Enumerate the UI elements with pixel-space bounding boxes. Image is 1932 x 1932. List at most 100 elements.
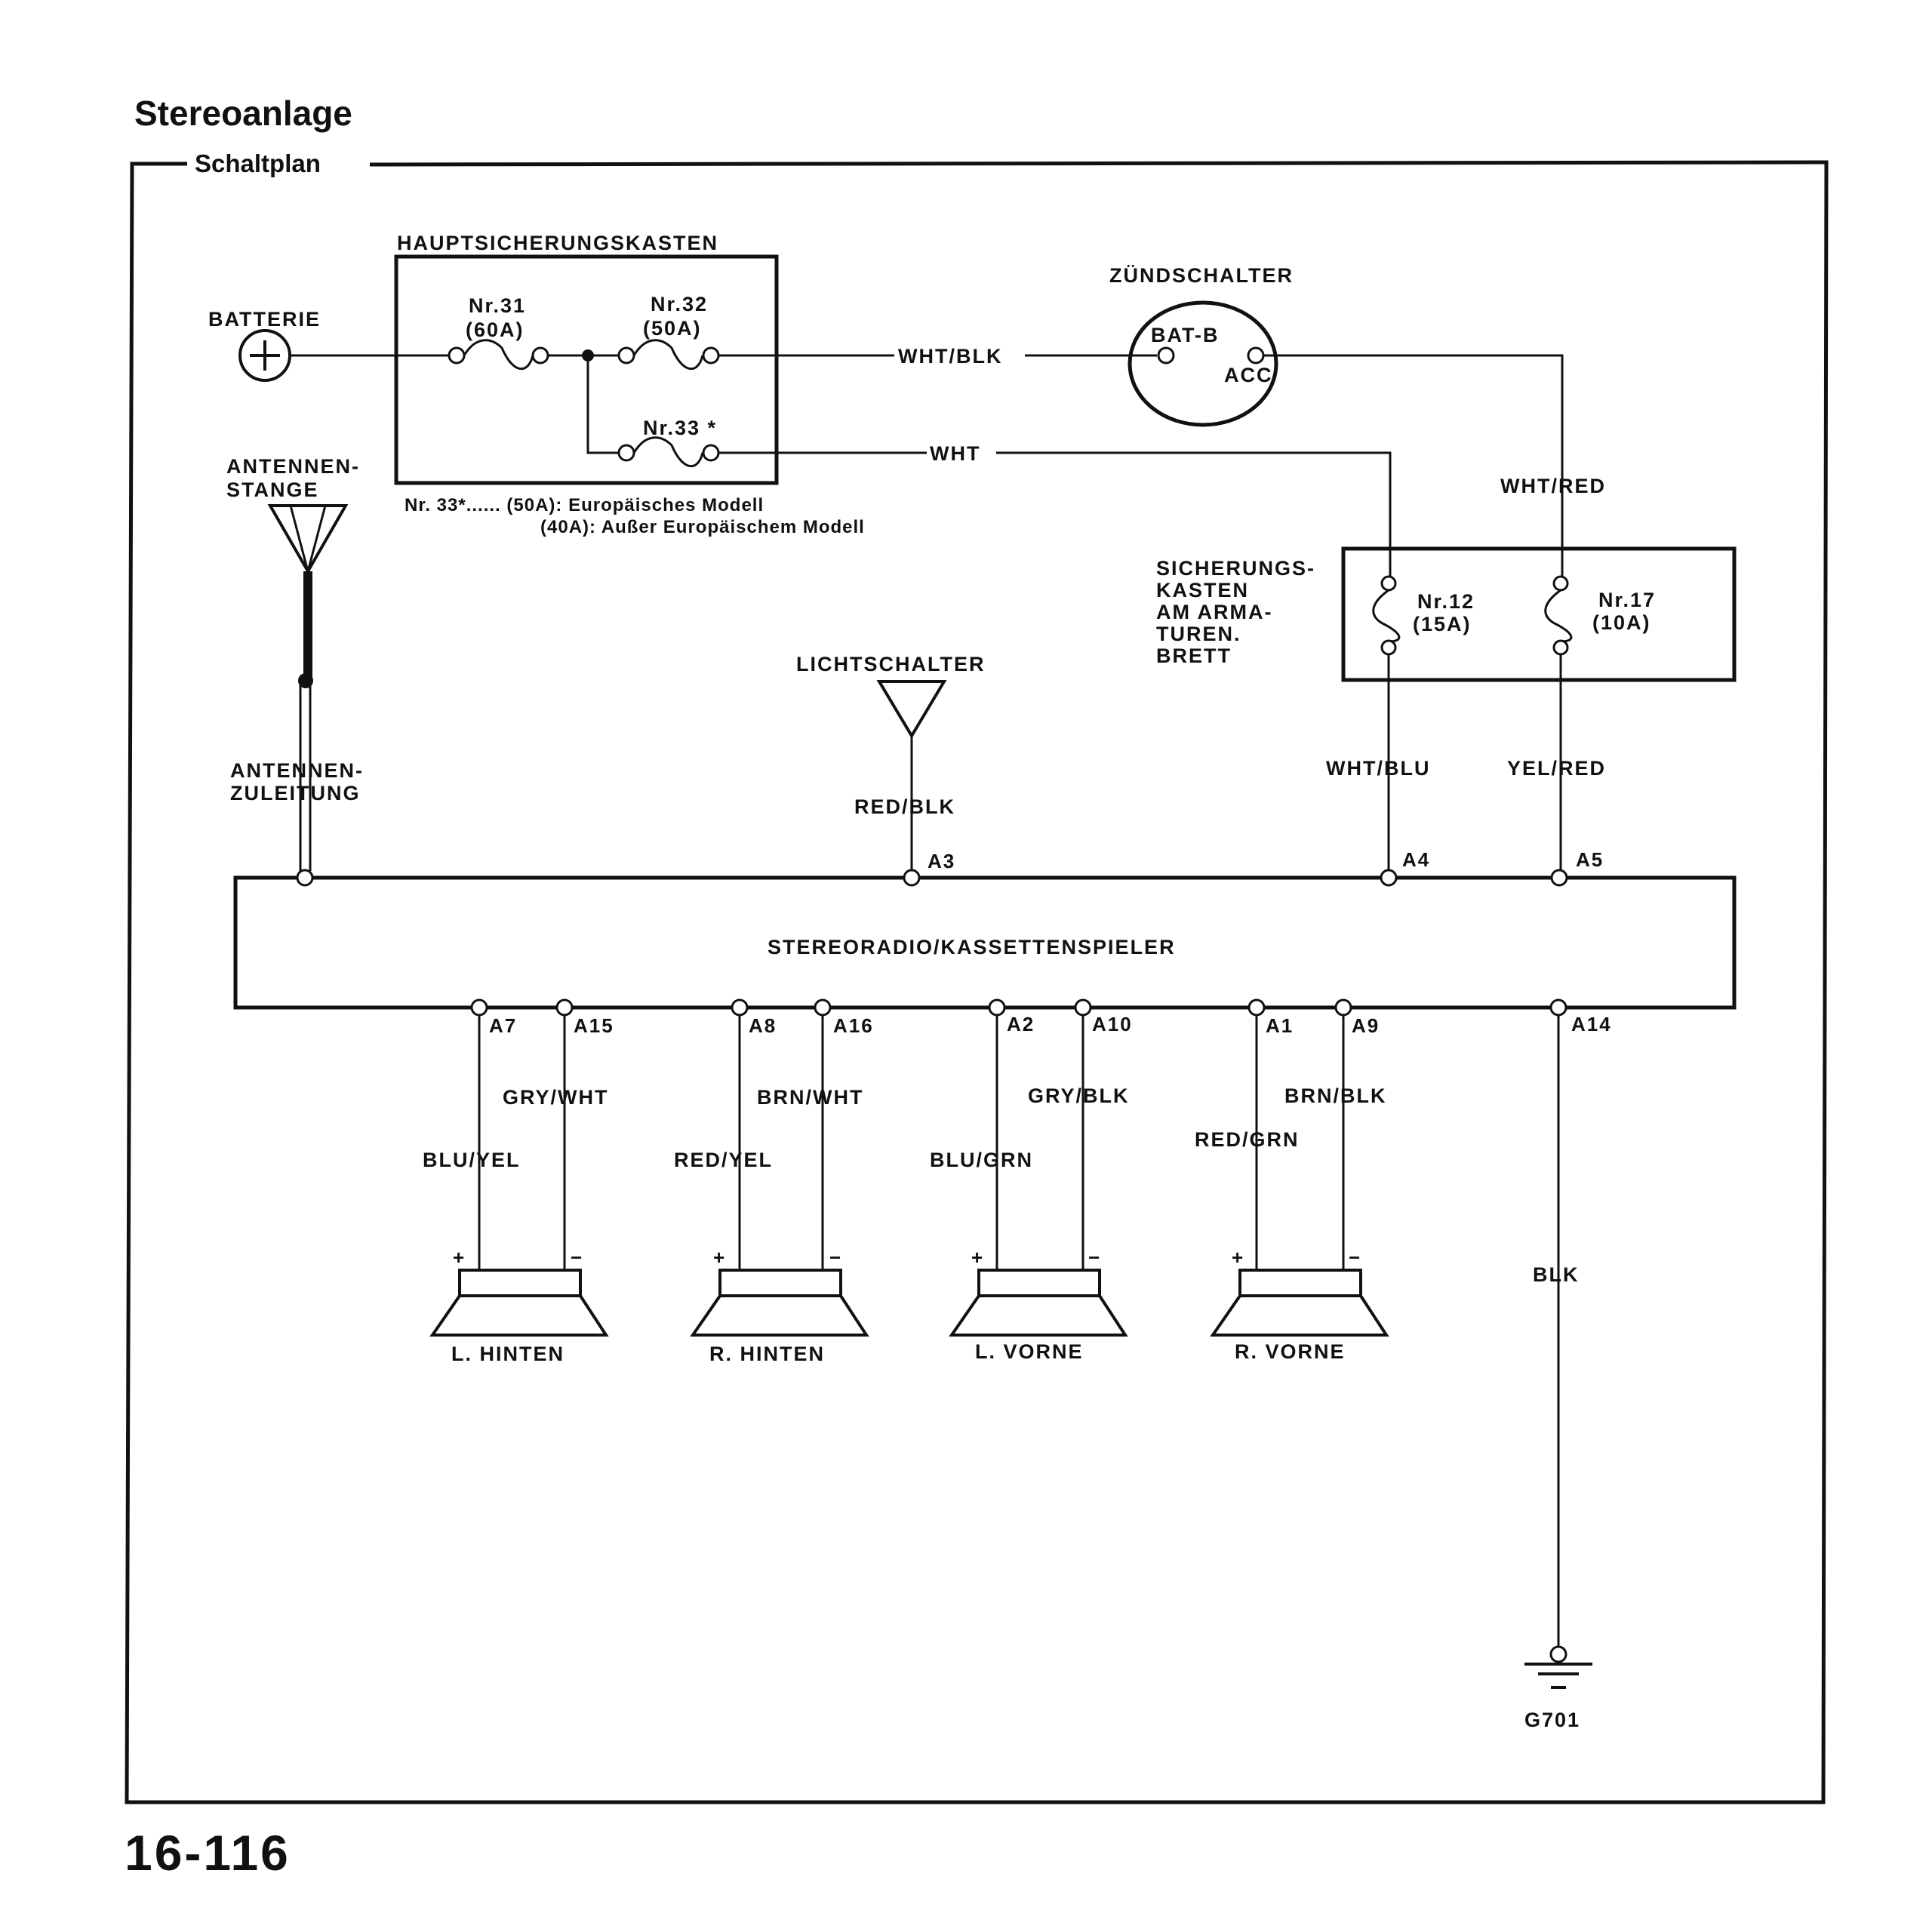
speaker-label-lv: L. VORNE	[975, 1340, 1084, 1363]
fuse32-name: Nr.32	[651, 293, 708, 315]
battery-plus-symbol	[238, 329, 291, 382]
speaker-label-rh: R. HINTEN	[709, 1343, 825, 1365]
pin-label-a7: A7	[489, 1014, 517, 1037]
wire-wht-red	[1263, 354, 1564, 577]
stereo-radio-unit	[233, 875, 1737, 1010]
fuse31-name: Nr.31	[469, 294, 526, 317]
ignition-acc-label: ACC	[1224, 364, 1273, 386]
pin-label-a14: A14	[1571, 1013, 1612, 1035]
pin-label-a10: A10	[1092, 1013, 1133, 1035]
pin-a10	[1074, 998, 1092, 1017]
dash-fuse-box	[1341, 546, 1737, 682]
pin-a15	[555, 998, 574, 1017]
ignition-switch-body	[1128, 300, 1278, 427]
ground-label: G701	[1524, 1709, 1580, 1731]
polarity-minus-lh: −	[571, 1246, 583, 1269]
pin-a4	[1380, 869, 1398, 887]
fuse31-symbol	[448, 339, 549, 370]
polarity-plus-lv: +	[971, 1246, 984, 1269]
main-fuse-box	[394, 254, 779, 485]
wire-fuse31-to-fuse32	[548, 349, 619, 454]
fuse33-note-line2: (40A): Außer Europäischem Modell	[540, 517, 865, 537]
polarity-minus-lv: −	[1088, 1246, 1101, 1269]
ignition-acc-terminal	[1247, 346, 1265, 365]
wire-label-yel-red: YEL/RED	[1507, 757, 1606, 780]
wire-wht	[718, 451, 1392, 577]
pin-label-a8: A8	[749, 1014, 777, 1037]
pin-label-a4: A4	[1402, 848, 1430, 871]
fuse33-name: Nr.33 *	[643, 417, 717, 439]
polarity-minus-rh: −	[829, 1246, 842, 1269]
fuse12-rating: (15A)	[1413, 613, 1472, 635]
page-title: Stereoanlage	[134, 94, 352, 133]
dash-fuse-box-label-3: AM ARMA-	[1156, 601, 1272, 623]
main-fuse-box-title: HAUPTSICHERUNGSKASTEN	[397, 232, 718, 254]
speaker-right-rear	[690, 1269, 869, 1337]
fuse17-symbol	[1544, 575, 1573, 656]
pin-label-a3: A3	[928, 850, 955, 872]
antenna-lead-label-2: ZULEITUNG	[230, 782, 361, 804]
fuse33-note-line1: Nr. 33*...... (50A): Europäisches Modell	[405, 495, 764, 515]
wire-label-gry-blk: GRY/BLK	[1028, 1084, 1130, 1107]
wire-label-red-grn: RED/GRN	[1195, 1128, 1300, 1151]
light-switch-symbol	[876, 680, 947, 739]
polarity-plus-lh: +	[453, 1246, 466, 1269]
fuse31-rating: (60A)	[466, 318, 525, 341]
fuse32-rating: (50A)	[643, 317, 702, 340]
pin-label-a2: A2	[1007, 1013, 1035, 1035]
speaker-label-rv: R. VORNE	[1235, 1340, 1346, 1363]
ground-symbol	[1524, 1645, 1592, 1689]
pin-a5	[1550, 869, 1568, 887]
dash-fuse-box-label-1: SICHERUNGS-	[1156, 557, 1315, 580]
antenna-mast-symbol	[267, 504, 349, 688]
fuse12-symbol	[1372, 575, 1401, 656]
schematic-frame	[125, 160, 1829, 1804]
ignition-switch-title: ZÜNDSCHALTER	[1109, 264, 1294, 287]
pin-a9	[1334, 998, 1352, 1017]
fuse17-name: Nr.17	[1598, 589, 1656, 611]
pin-a8	[731, 998, 749, 1017]
wire-antenna-lead	[299, 681, 312, 871]
polarity-plus-rv: +	[1232, 1246, 1244, 1269]
wire-label-red-yel: RED/YEL	[674, 1149, 773, 1171]
antenna-mast-label-2: STANGE	[226, 478, 319, 501]
speaker-right-front	[1210, 1269, 1389, 1337]
wire-label-wht-blk: WHT/BLK	[898, 345, 1002, 368]
section-title: Schaltplan	[195, 149, 321, 177]
pin-label-a16: A16	[833, 1014, 874, 1037]
wire-label-gry-wht: GRY/WHT	[503, 1086, 608, 1109]
wire-label-blu-yel: BLU/YEL	[423, 1149, 521, 1171]
fuse17-rating: (10A)	[1592, 611, 1651, 634]
speaker-left-front	[949, 1269, 1128, 1337]
fuse12-name: Nr.12	[1417, 590, 1475, 613]
stereo-radio-label: STEREORADIO/KASSETTENSPIELER	[768, 936, 1176, 958]
antenna-pin	[296, 869, 314, 887]
battery-label: BATTERIE	[208, 308, 321, 331]
wire-label-brn-blk: BRN/BLK	[1284, 1084, 1387, 1107]
pin-label-a15: A15	[574, 1014, 614, 1037]
speaker-label-lh: L. HINTEN	[451, 1343, 565, 1365]
fuse32-symbol	[617, 339, 720, 370]
pin-label-a1: A1	[1266, 1014, 1294, 1037]
dash-fuse-box-label-4: TUREN.	[1156, 623, 1241, 645]
light-switch-label: LICHTSCHALTER	[796, 653, 985, 675]
pin-a2	[988, 998, 1006, 1017]
pin-a16	[814, 998, 832, 1017]
speaker-left-rear	[429, 1269, 609, 1337]
pin-label-a5: A5	[1576, 848, 1604, 871]
pin-a14	[1549, 998, 1567, 1017]
dash-fuse-box-label-5: BRETT	[1156, 645, 1232, 667]
ignition-bat-b-label: BAT-B	[1151, 324, 1220, 346]
wire-label-wht-red: WHT/RED	[1500, 475, 1606, 497]
pin-a1	[1247, 998, 1266, 1017]
wire-label-blk: BLK	[1533, 1263, 1580, 1286]
fuse33-symbol	[617, 436, 720, 467]
wire-label-wht: WHT	[930, 442, 980, 465]
pin-label-a9: A9	[1352, 1014, 1380, 1037]
wire-label-brn-wht: BRN/WHT	[757, 1086, 863, 1109]
wire-label-red-blk: RED/BLK	[854, 795, 955, 818]
ignition-bat-b-terminal	[1157, 346, 1175, 365]
antenna-mast-label-1: ANTENNEN-	[226, 455, 360, 478]
polarity-plus-rh: +	[713, 1246, 726, 1269]
